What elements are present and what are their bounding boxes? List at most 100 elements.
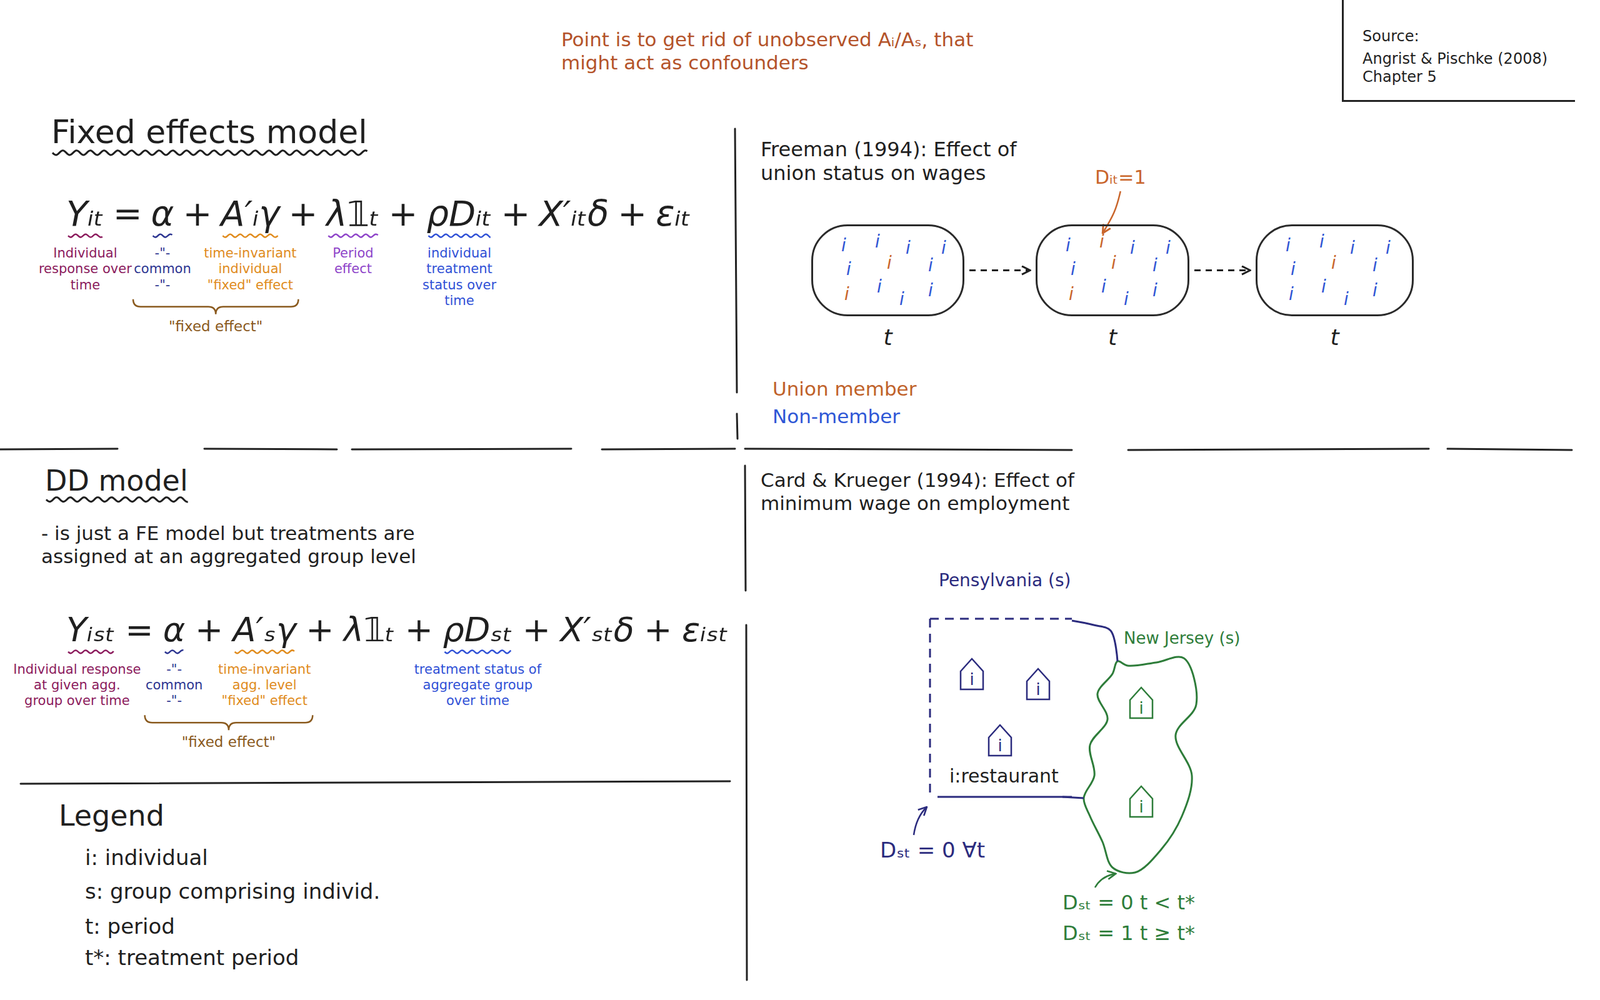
individual-marker: i	[1165, 237, 1171, 259]
equation-term: X′ₛₜδ	[560, 610, 634, 651]
annotation-text: treatment status of aggregate group over…	[410, 661, 545, 710]
equation-term: ρDₛₜ	[442, 610, 513, 651]
panel-divider	[745, 465, 746, 591]
legend-entry: t: period	[85, 913, 175, 940]
equation-term: +	[305, 610, 334, 651]
individual-marker: i	[1385, 237, 1391, 259]
legend-heading: Legend	[58, 798, 165, 834]
individual-marker: i	[1130, 237, 1135, 259]
individual-marker: i	[1101, 276, 1107, 298]
individual-marker: i	[1372, 255, 1378, 277]
annotation-column: -"-common-"-	[128, 245, 197, 294]
individual-marker: i	[928, 255, 934, 277]
state-region: Pensylvania (s)i:restaurantiii	[928, 617, 1072, 799]
restaurant-house: i	[1127, 783, 1155, 819]
restaurant-marker: i	[1127, 797, 1155, 817]
legend-entry: Non-member	[772, 405, 900, 429]
note-text: Point is to get rid of unobserved Aᵢ/Aₛ,…	[561, 28, 1012, 75]
equation-term: +	[288, 192, 318, 235]
equation-row: Yᵢₛₜ=α+A′ₛγ+λ𝟙ₜ+ρDₛₜ+X′ₛₜδ+εᵢₛₜ	[66, 610, 729, 651]
annotation-text: time-invariant agg. level "fixed" effect	[211, 661, 318, 710]
flow-arrow	[1194, 269, 1250, 272]
individual-marker: i	[1152, 280, 1158, 302]
restaurant-marker: i	[986, 736, 1014, 756]
annotation-text: common	[133, 261, 191, 277]
state-outline	[1083, 656, 1197, 874]
annotation-text: -"-	[155, 245, 171, 262]
individual-marker: i	[899, 288, 905, 310]
term-underline	[165, 650, 184, 654]
legend-text: Non-member	[772, 405, 900, 428]
individual-marker: i	[1372, 280, 1378, 302]
individual-marker: i	[886, 252, 892, 274]
equation-term: +	[522, 610, 551, 651]
individual-marker: i	[844, 283, 850, 305]
border-line	[937, 796, 1072, 799]
equation-term: α	[163, 610, 186, 651]
leader-arrow	[1103, 191, 1121, 233]
equation-term: Yᵢₛₜ	[66, 610, 116, 651]
curly-brace	[145, 715, 314, 730]
restaurant-marker: i	[1127, 698, 1155, 719]
equation-term: =	[125, 610, 154, 651]
individual-marker: i	[1152, 255, 1158, 277]
individual-marker: i	[876, 276, 882, 298]
restaurant-marker: i	[958, 670, 986, 690]
annotation-text: individual treatment status over time	[409, 245, 510, 309]
individual-marker: i	[1288, 283, 1294, 305]
annotation-column: time-invariant agg. level "fixed" effect	[211, 661, 318, 710]
legend-entry: Union member	[772, 377, 917, 401]
term-underline	[222, 234, 278, 238]
annotation-column: Individual response over time	[28, 245, 142, 294]
annotation-text: -"-	[166, 693, 182, 709]
brace-label: "fixed effect"	[181, 733, 276, 752]
annotation-column: individual treatment status over time	[409, 245, 510, 309]
annotation-text: common	[145, 677, 203, 694]
individual-marker: i	[1285, 235, 1291, 257]
leader-arrow	[913, 807, 927, 835]
individual-marker: i	[1099, 231, 1105, 253]
individual-marker: i	[905, 237, 911, 259]
heading-underline	[46, 497, 189, 502]
legend-entry: s: group comprising individ.	[85, 878, 380, 905]
callout-label: Dᵢₜ=1	[1095, 166, 1147, 189]
section-heading: DD model	[45, 463, 189, 499]
term-underline	[68, 234, 103, 238]
region-outline	[1062, 612, 1250, 882]
panel-divider	[735, 128, 737, 393]
equation-term: =	[113, 192, 143, 235]
legend-swatch: Non-member	[772, 405, 900, 429]
population-pool: iiiiiiiiiii	[1255, 224, 1414, 317]
individual-marker: i	[1070, 258, 1076, 280]
equation-term: +	[195, 610, 224, 651]
individual-marker: i	[875, 231, 880, 253]
map-note: i:restaurant	[949, 765, 1059, 788]
restaurant-house: i	[958, 656, 986, 692]
source-box: Source: Angrist & Pischke (2008) Chapter …	[1341, 0, 1575, 102]
annotation-text: -"-	[166, 661, 182, 678]
equation-term: εᵢₛₜ	[681, 610, 729, 651]
legend-swatch: Union member	[772, 377, 917, 401]
equation-term: +	[405, 610, 434, 651]
restaurant-house: i	[986, 722, 1014, 758]
heading-underline	[52, 150, 368, 155]
treatment-label: Dₛₜ = 0 ∀t	[880, 837, 985, 864]
restaurant-house: i	[1127, 685, 1155, 720]
flow-arrow	[969, 269, 1030, 272]
individual-marker: i	[1290, 258, 1296, 280]
source-text: Source:	[1362, 27, 1420, 46]
equation-term: +	[182, 192, 212, 235]
annotation-text: time-invariant individual "fixed" effect	[196, 245, 304, 294]
period-label: t	[883, 323, 892, 351]
restaurant-house: i	[1024, 666, 1052, 702]
restaurant-marker: i	[1024, 680, 1052, 700]
period-label: t	[1108, 323, 1117, 351]
panel-divider	[1128, 448, 1429, 450]
annotation-text: Individual response at given agg. group …	[13, 661, 142, 710]
legend-text: t*: treatment period	[85, 945, 299, 970]
source-text: Angrist & Pischke (2008) Chapter 5	[1362, 50, 1569, 87]
annotation-text: -"-	[155, 277, 171, 294]
population-pool: iiiiiiiiiii	[811, 224, 965, 317]
individual-marker: i	[941, 237, 947, 259]
